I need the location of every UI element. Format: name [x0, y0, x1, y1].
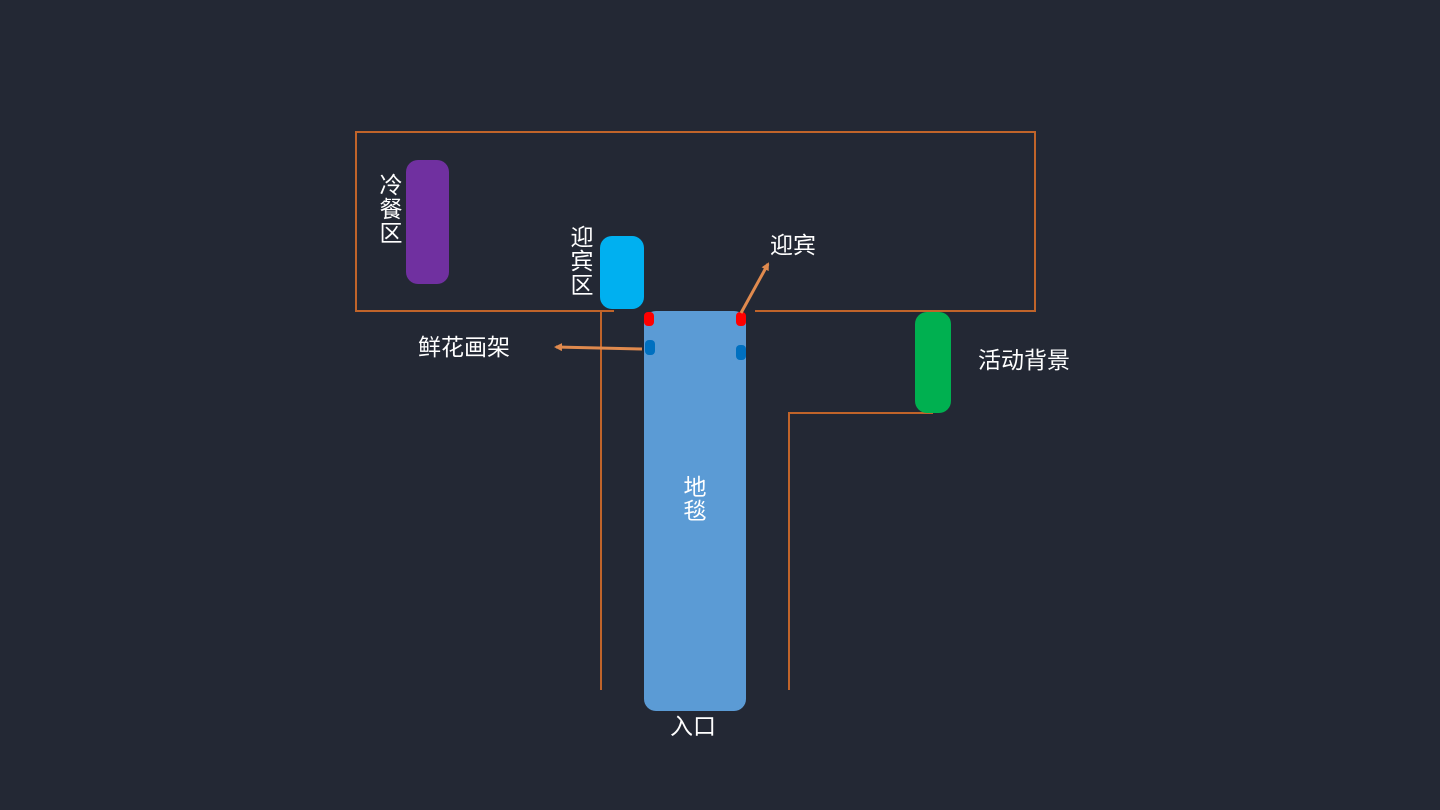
greeter-label: 迎宾: [770, 233, 816, 259]
carpet-label: 地毯: [683, 475, 707, 525]
corridor-right-wall: [788, 412, 933, 690]
flower-stand-label: 鲜花画架: [418, 335, 510, 361]
flower-stand-arrow: [554, 343, 643, 352]
flower-stand-marker-right: [736, 345, 746, 360]
reception-zone-block: [600, 236, 644, 309]
event-backdrop-label: 活动背景: [978, 348, 1070, 374]
carpet-block: [644, 311, 746, 711]
hall-wall-outline: [355, 131, 1036, 312]
reception-zone-label: 迎宾区: [570, 225, 594, 299]
greeter-marker-left: [644, 312, 654, 326]
greeter-marker-right: [736, 312, 746, 326]
entrance-label: 入口: [670, 714, 716, 740]
flower-stand-marker-left: [645, 340, 655, 355]
event-backdrop-block: [915, 312, 951, 413]
cold-food-zone-block: [406, 160, 449, 284]
greeter-arrow: [739, 262, 770, 314]
cold-food-zone-label: 冷餐区: [379, 173, 403, 247]
